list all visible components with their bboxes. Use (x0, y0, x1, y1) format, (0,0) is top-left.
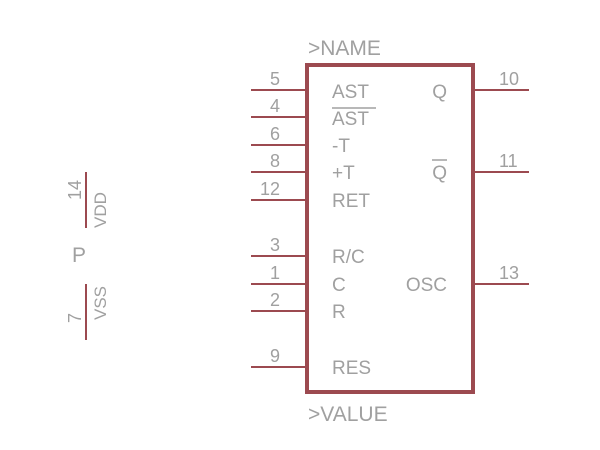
value-label: >VALUE (308, 403, 388, 426)
name-label: >NAME (308, 37, 381, 60)
pin-number: 6 (270, 124, 280, 144)
right-pin-13: 13 OSC (406, 263, 529, 296)
left-pin-4: 4 AST (251, 96, 376, 130)
pin-label: Q (432, 82, 447, 103)
left-pin-9: 9 RES (251, 346, 371, 379)
left-pin-12: 12 RET (251, 179, 370, 212)
pin-number: 13 (499, 263, 519, 283)
pin-number: 9 (270, 346, 280, 366)
pin-label: C (332, 275, 346, 296)
pin-label: OSC (406, 275, 447, 296)
left-pin-5: 5 AST (251, 69, 369, 103)
pin-label: +T (332, 163, 355, 184)
pin-number: 11 (499, 151, 518, 171)
pin-label: R/C (332, 247, 365, 268)
pin-label: RET (332, 191, 370, 212)
power-pin-vdd: 14 VDD (65, 172, 110, 228)
power-pin-vss: 7 VSS (65, 284, 110, 340)
pin-number: 5 (270, 69, 280, 89)
pin-label: -T (332, 136, 350, 157)
left-pin-3: 3 R/C (251, 235, 365, 268)
power-part-label: P (72, 244, 86, 267)
pin-label: VSS (91, 286, 110, 320)
pin-number: 4 (270, 96, 280, 116)
pin-label: AST (332, 109, 369, 130)
pin-label: Q (432, 163, 447, 184)
left-pin-2: 2 R (251, 290, 346, 323)
pin-label: AST (332, 82, 369, 103)
right-pin-11: 11 Q (432, 151, 529, 184)
pin-label: RES (332, 358, 371, 379)
pin-number: 7 (65, 313, 85, 323)
left-pin-1: 1 C (251, 263, 346, 296)
pin-number: 1 (270, 263, 280, 283)
pin-number: 3 (270, 235, 280, 255)
pin-number: 8 (270, 151, 280, 171)
right-pin-10: 10 Q (432, 69, 529, 103)
part-body (305, 63, 475, 394)
pin-number: 2 (270, 290, 280, 310)
pin-number: 10 (499, 69, 519, 89)
left-pin-6: 6 -T (251, 124, 350, 157)
pin-label: R (332, 302, 346, 323)
pin-label: VDD (91, 192, 110, 228)
pin-number: 14 (65, 180, 85, 200)
left-pin-8: 8 +T (251, 151, 355, 184)
pin-number: 12 (260, 179, 280, 199)
